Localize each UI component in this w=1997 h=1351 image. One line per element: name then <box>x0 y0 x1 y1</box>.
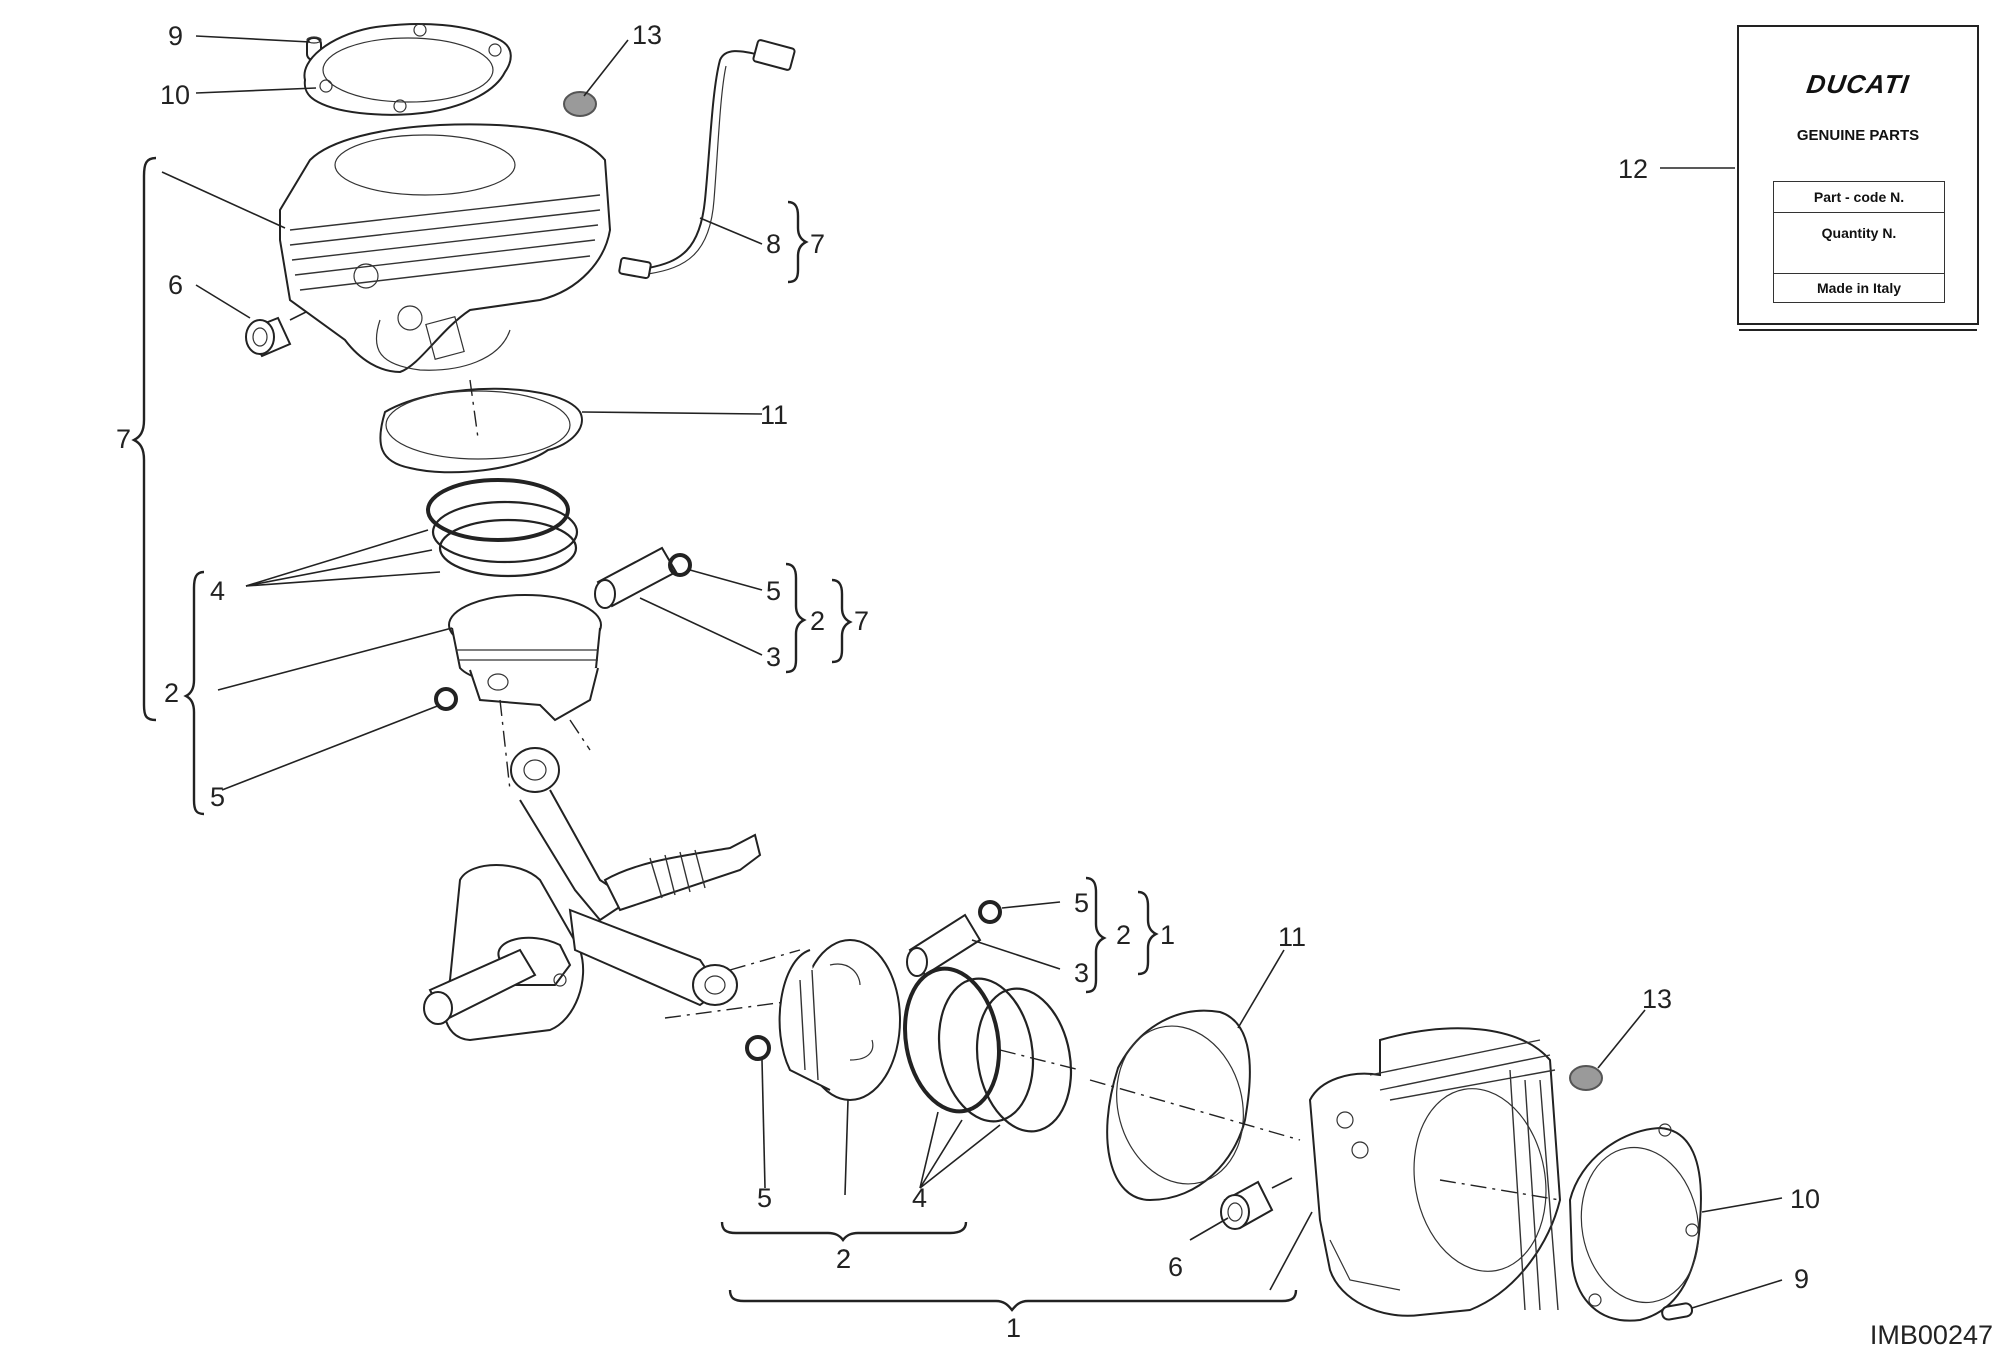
plug-cap-top <box>563 91 597 117</box>
genuine-parts-label: DUCATI GENUINE PARTS Part - code N. Quan… <box>1737 25 1979 331</box>
callout-2-top-group: 2 <box>810 606 825 636</box>
leader-lines <box>161 35 1783 1309</box>
callout-7-piston-group: 7 <box>854 606 869 636</box>
base-gasket-bottom <box>1089 1009 1301 1202</box>
callout-2-bottom-piston: 2 <box>836 1244 851 1274</box>
label-row-quantity: Quantity N. <box>1774 212 1944 273</box>
callout-10-bottom: 10 <box>1790 1184 1820 1214</box>
temperature-sensor-cable <box>618 39 796 280</box>
callout-5-mid-right: 5 <box>1074 888 1089 918</box>
genuine-parts-text: GENUINE PARTS <box>1796 127 1920 144</box>
label-card-table: Part - code N. Quantity N. Made in Italy <box>1773 181 1945 303</box>
group-braces <box>131 156 1298 1312</box>
callout-4-top: 4 <box>210 576 225 606</box>
crankshaft <box>423 833 762 1042</box>
image-code: IMB00247 <box>1869 1320 1993 1350</box>
callout-labels: 9 10 13 6 8 7 7 11 4 5 3 2 7 2 5 5 3 2 1… <box>116 20 1820 1343</box>
base-gasket-top <box>379 379 583 474</box>
wrist-pin-bottom <box>906 913 982 977</box>
head-gasket-bottom <box>1568 1123 1702 1322</box>
screw-top <box>245 311 307 358</box>
callout-12: 12 <box>1618 154 1648 184</box>
piston-bottom <box>778 939 901 1101</box>
callout-2-mid-group: 2 <box>1116 920 1131 950</box>
callout-5-top-right: 5 <box>766 576 781 606</box>
callout-9-bottom: 9 <box>1794 1264 1809 1294</box>
callout-3-mid: 3 <box>1074 958 1089 988</box>
callout-1-mid-group: 1 <box>1160 920 1175 950</box>
piston-rings-bottom <box>903 966 1081 1133</box>
circlip-bottom-right <box>978 900 1002 924</box>
callout-2-top-left: 2 <box>164 678 179 708</box>
callout-3-top: 3 <box>766 642 781 672</box>
callout-6-top: 6 <box>168 270 183 300</box>
screw-bottom <box>1220 1177 1293 1230</box>
circlip-bottom-left <box>745 1035 771 1061</box>
callout-11-top: 11 <box>760 400 788 430</box>
cylinder-top <box>279 123 612 374</box>
plug-cap-bottom <box>1569 1065 1603 1091</box>
callout-2-bottom-group: 2 <box>836 1244 851 1274</box>
callout-6-bottom: 6 <box>1168 1252 1183 1282</box>
connecting-rod-top <box>499 699 632 922</box>
callout-5-top-left: 5 <box>210 782 225 812</box>
head-gasket-top <box>303 23 512 116</box>
callout-7-main: 7 <box>116 424 131 454</box>
callout-9-top: 9 <box>168 21 183 51</box>
callout-8: 8 <box>766 229 781 259</box>
callout-5-bottom: 5 <box>757 1183 772 1213</box>
wrist-pin-top <box>594 546 678 609</box>
callout-10-top: 10 <box>160 80 190 110</box>
callout-13-top: 13 <box>632 20 662 50</box>
callout-4-bottom: 4 <box>912 1183 927 1213</box>
callout-7-sensor: 7 <box>810 229 825 259</box>
brand-logo: DUCATI <box>1804 69 1912 99</box>
piston-top <box>448 594 602 722</box>
circlip-top-right <box>668 553 692 577</box>
label-row-made-in: Made in Italy <box>1774 273 1944 302</box>
callout-11-bottom: 11 <box>1278 922 1306 952</box>
callout-13-bottom: 13 <box>1642 984 1672 1014</box>
callout-1-bottom-group: 1 <box>1006 1313 1021 1343</box>
cylinder-bottom <box>1308 1027 1562 1317</box>
piston-rings-top <box>426 478 579 578</box>
label-row-part-code: Part - code N. <box>1813 189 1905 205</box>
dowel-pin-bottom <box>1661 1302 1694 1321</box>
circlip-top-left <box>434 687 458 711</box>
connecting-rod-bottom <box>568 908 801 1019</box>
